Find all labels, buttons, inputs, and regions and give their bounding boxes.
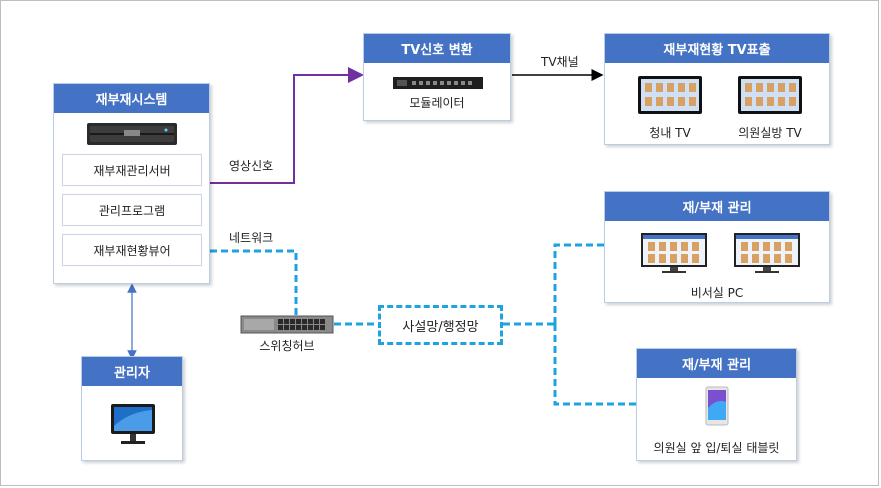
- tv-converter-box[interactable]: TV신호 변환 모듈레이터: [363, 33, 511, 121]
- tablet-icon: [705, 386, 729, 426]
- system-item-program[interactable]: 관리프로그램: [62, 194, 202, 226]
- network-line-system: [210, 249, 298, 318]
- tv-channel-label: TV채널: [541, 55, 579, 69]
- network-box-label: 사설망/행정망: [402, 319, 479, 335]
- tablet-box-title: 재/부재 관리: [637, 349, 796, 378]
- secretary-box-title: 재/부재 관리: [605, 192, 829, 221]
- admin-box[interactable]: 관리자: [81, 356, 183, 461]
- tablet-box[interactable]: 재/부재 관리 의원실 앞 입/퇴실 태블릿: [636, 348, 797, 461]
- tablet-label: 의원실 앞 입/퇴실 태블릿: [653, 441, 780, 455]
- pc-monitor-icon: [641, 233, 707, 273]
- system-box-title: 재부재시스템: [54, 84, 209, 113]
- network-line-tablet: [553, 324, 636, 406]
- secretary-box[interactable]: 재/부재 관리 비서실 PC: [604, 191, 830, 303]
- network-line-secretary: [553, 243, 604, 324]
- network-box[interactable]: 사설망/행정망: [378, 305, 503, 345]
- system-item-viewer[interactable]: 재부재현황뷰어: [62, 234, 202, 266]
- tv2-label: 의원실방 TV: [738, 126, 802, 140]
- tv1-label: 청내 TV: [649, 126, 691, 140]
- admin-box-title: 관리자: [82, 357, 182, 386]
- tv-screen-icon: [638, 76, 702, 114]
- switch-hub-label: 스위칭허브: [259, 339, 315, 353]
- server-icon: [87, 123, 177, 145]
- tv-screen-icon: [738, 76, 802, 114]
- monitor-icon: [111, 404, 155, 444]
- modulator-icon: [393, 77, 483, 89]
- modulator-label: 모듈레이터: [409, 96, 465, 110]
- system-box[interactable]: 재부재시스템 재부재관리서버 관리프로그램 재부재현황뷰어: [53, 83, 210, 284]
- network-label: 네트워크: [229, 231, 274, 245]
- system-item-server[interactable]: 재부재관리서버: [62, 154, 202, 186]
- tv-display-title: 재부재현황 TV표출: [605, 34, 829, 63]
- pc-monitor-icon: [734, 233, 800, 273]
- tv-display-box[interactable]: 재부재현황 TV표출 청내 TV 의원실방 TV: [604, 33, 830, 145]
- tv-converter-title: TV신호 변환: [364, 34, 510, 63]
- secretary-pc-label: 비서실 PC: [690, 286, 744, 300]
- switch-hub-icon[interactable]: [240, 315, 334, 334]
- video-signal-line: [210, 67, 364, 184]
- video-signal-label: 영상신호: [229, 159, 274, 173]
